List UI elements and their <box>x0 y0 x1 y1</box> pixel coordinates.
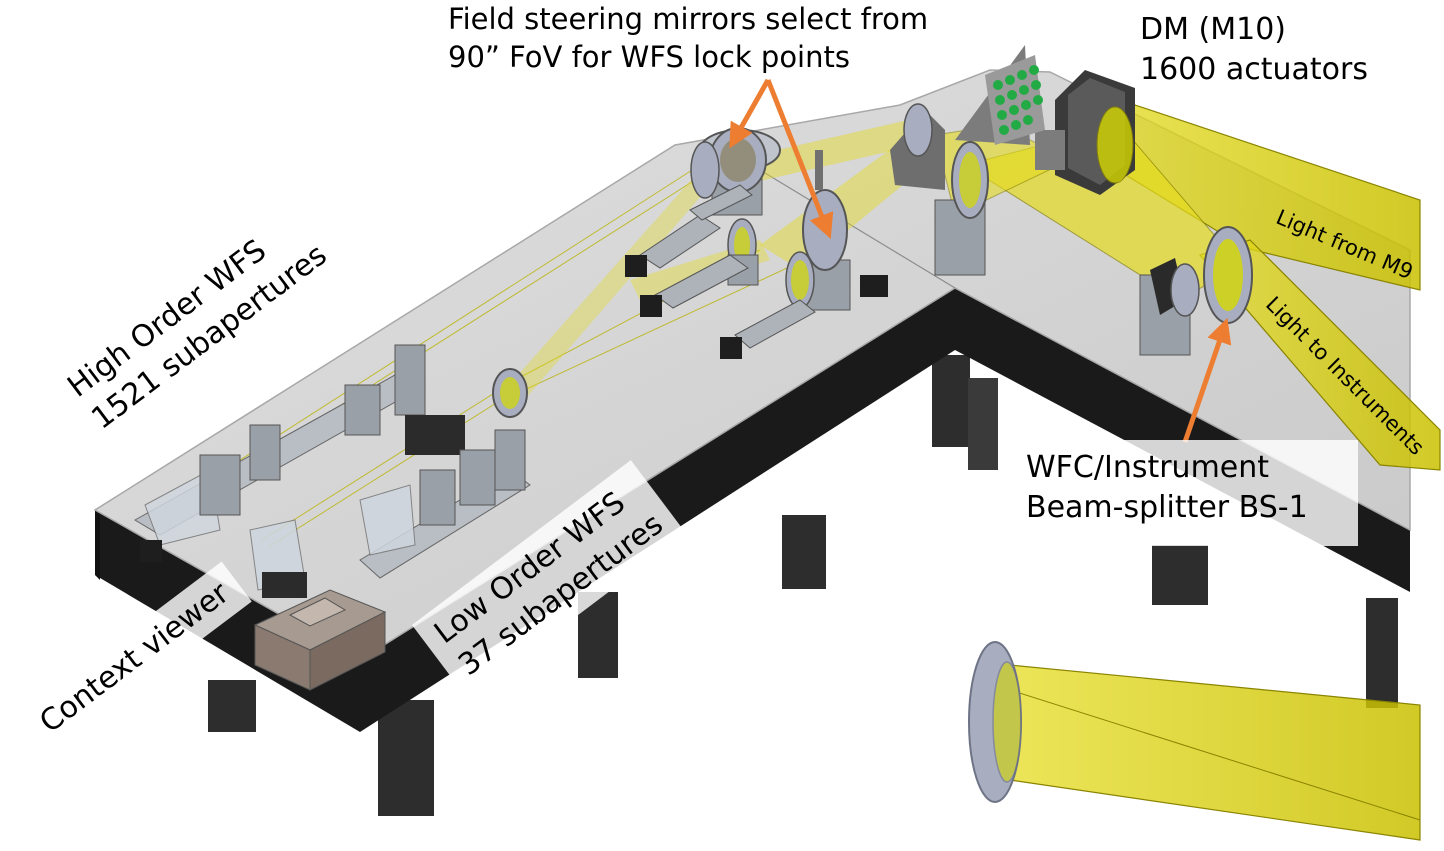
beam-splitter-bs1 <box>1139 226 1253 356</box>
table-leg <box>378 700 434 816</box>
table-leg <box>968 378 998 470</box>
table-leg <box>932 355 970 447</box>
table-leg <box>1152 545 1208 605</box>
table-seam <box>759 169 956 289</box>
beam-to-high-order <box>500 170 715 405</box>
low-order-wfs-assembly <box>359 429 531 579</box>
deformable-mirror <box>1035 70 1135 195</box>
label-field-steering: Field steering mirrors select from 90” F… <box>448 0 928 76</box>
table-leg <box>208 680 256 732</box>
arrow-to-beam-splitter <box>1182 317 1232 443</box>
linear-stages <box>625 184 816 359</box>
label-dm: DM (M10) 1600 actuators <box>1140 10 1368 90</box>
label-field-steering-line2: 90” FoV for WFS lock points <box>448 40 850 74</box>
label-field-steering-line1: Field steering mirrors select from <box>448 2 929 36</box>
arrow-to-steering-mirror-2 <box>765 79 834 239</box>
lenslet-panel <box>955 45 1045 145</box>
label-beam-splitter: WFC/Instrument Beam-splitter BS-1 <box>1012 440 1358 546</box>
label-dm-line1: DM (M10) <box>1140 12 1286 47</box>
arrow-to-steering-mirror-1 <box>729 78 771 149</box>
context-viewer-assembly <box>249 519 307 598</box>
label-beam-splitter-line1: WFC/Instrument <box>1026 450 1270 485</box>
relay-mirror <box>492 368 528 418</box>
table-leg <box>782 515 826 589</box>
table-leg <box>1366 598 1398 708</box>
fold-mirror <box>890 103 989 276</box>
table-legs <box>208 355 1398 816</box>
label-beam-splitter-line2: Beam-splitter BS-1 <box>1026 490 1308 525</box>
exit-window-ring <box>968 641 1022 803</box>
high-order-wfs-assembly <box>134 344 465 562</box>
label-dm-line2: 1600 actuators <box>1140 52 1369 87</box>
electronics-box <box>253 589 387 691</box>
beam-bottom-right <box>1009 664 1421 841</box>
callout-arrows <box>729 78 1232 443</box>
